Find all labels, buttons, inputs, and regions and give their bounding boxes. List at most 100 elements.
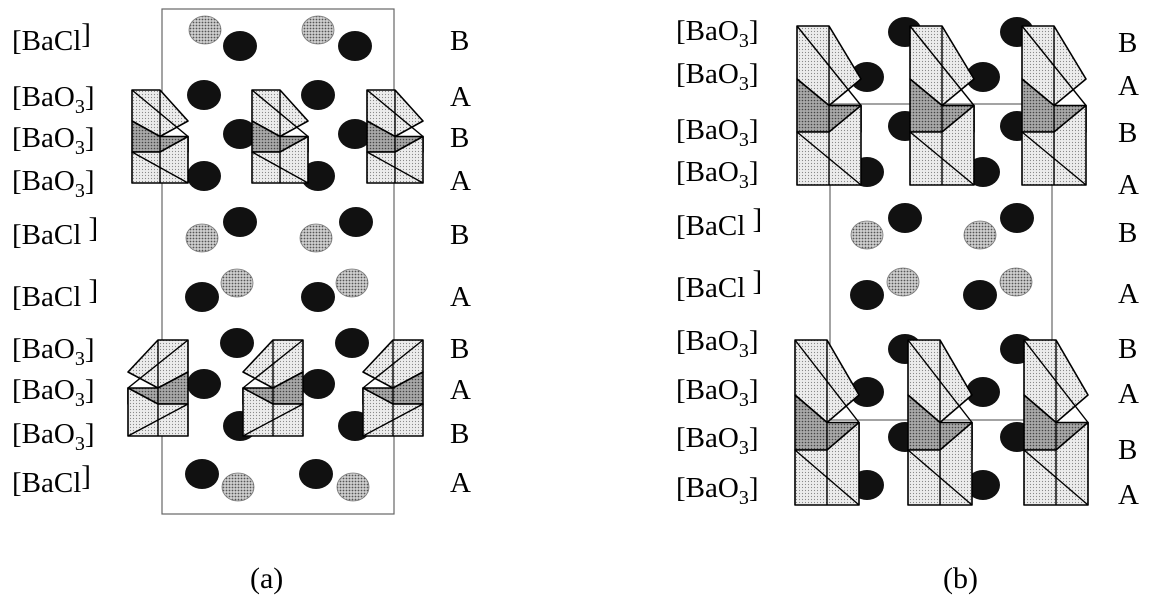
stacking-letter: A [450,81,471,113]
barium-atom [223,31,257,61]
stacking-letter: A [450,281,471,313]
layer-label: [BaCl ] [676,265,762,304]
layer-label: [BaO3] [12,122,95,159]
layer-label: [BaO3] [676,58,759,95]
barium-atom [223,207,257,237]
chlorine-atom [336,472,370,502]
stacking-letter: A [450,374,471,406]
unit-cell-outline [161,8,395,515]
layer-label: [BaO3] [12,418,95,455]
stacking-letter: B [450,333,469,365]
octahedron-edge [362,403,424,437]
panel-caption: (a) [250,562,283,595]
chlorine-atom [188,15,222,45]
barium-atom [966,470,1000,500]
barium-atom [339,207,373,237]
barium-atom [185,459,219,489]
barium-atom [850,280,884,310]
barium-atom [888,203,922,233]
stacking-letters-b: B A B A B A B A B A [1118,27,1139,511]
layer-labels-a: [BaCl] [BaO3] [BaO3] [BaO3] [BaCl ] [BaC… [12,18,98,499]
panel-caption: (b) [943,562,978,595]
stacking-letter: A [1118,378,1139,410]
barium-atom [223,119,257,149]
layer-label: [BaCl ] [12,212,98,251]
layer-label: [BaO3] [676,156,759,193]
barium-atom [966,62,1000,92]
chlorine-atom [999,267,1033,297]
barium-atom [185,282,219,312]
chlorine-atom [886,267,920,297]
panel-a: [BaCl] [BaO3] [BaO3] [BaO3] [BaCl ] [BaC… [12,8,471,595]
stacking-letter: A [450,165,471,197]
layer-label: [BaO3] [676,374,759,411]
layer-label: [BaO3] [676,325,759,362]
layer-label: [BaO3] [676,422,759,459]
chlorine-atom [220,268,254,298]
octahedron-edge [366,151,424,184]
barium-atom [301,161,335,191]
chlorine-atom [301,15,335,45]
barium-atom [338,31,372,61]
octahedron-edge [907,449,973,506]
stacking-letter: B [450,122,469,154]
stacking-letters-a: B A B A B A B A B A [450,25,471,499]
barium-atom [335,328,369,358]
stacking-letter: B [1118,27,1137,59]
octahedron-edge [242,403,304,437]
barium-atom [187,161,221,191]
stacking-letter: B [1118,333,1137,365]
octahedron-edge [251,151,309,184]
layer-label: [BaO3] [676,114,759,151]
layer-label: [BaCl] [12,460,91,499]
chlorine-atom [335,268,369,298]
layer-label: [BaO3] [12,81,95,118]
barium-atom [338,119,372,149]
barium-atom [301,282,335,312]
octahedra-b [794,25,1089,506]
layer-label: [BaO3] [676,15,759,52]
barium-atom [850,62,884,92]
layer-label: [BaO3] [12,374,95,411]
barium-atom [220,328,254,358]
stacking-letter: B [1118,434,1137,466]
chlorine-atom [299,223,333,253]
stacking-letter: A [450,467,471,499]
stacking-letter: A [1118,70,1139,102]
stacking-letter: B [450,418,469,450]
layer-label: [BaCl ] [12,274,98,313]
barium-atom [187,369,221,399]
octahedron-edge [1021,131,1087,186]
octahedron-edge [1023,449,1089,506]
octahedron-edge [909,131,975,186]
layer-label: [BaO3] [676,472,759,509]
chlorine-atom [963,220,997,250]
panel-b: [BaO3] [BaO3] [BaO3] [BaO3] [BaCl ] [BaC… [676,15,1139,595]
layer-label: [BaCl] [12,18,91,57]
layer-label: [BaCl ] [676,203,762,242]
chlorine-atom [850,220,884,250]
barium-atom [1000,203,1034,233]
octahedra-a [127,89,424,437]
chlorine-atom [185,223,219,253]
stacking-letter: B [1118,117,1137,149]
barium-atom [301,369,335,399]
layer-label: [BaO3] [12,333,95,370]
barium-atom [301,80,335,110]
octahedron-edge [794,449,860,506]
octahedron-edge [127,403,189,437]
stacking-letter: A [1118,479,1139,511]
layer-labels-b: [BaO3] [BaO3] [BaO3] [BaO3] [BaCl ] [BaC… [676,15,762,509]
stacking-letter: A [1118,278,1139,310]
barium-atom [299,459,333,489]
octahedron-edge [131,151,189,184]
stacking-letter: B [450,219,469,251]
octahedron-edge [796,131,862,186]
stacking-letter: B [1118,217,1137,249]
layer-label: [BaO3] [12,165,95,202]
stacking-letter: A [1118,169,1139,201]
stacking-letter: B [450,25,469,57]
barium-atom [966,377,1000,407]
barium-atom [963,280,997,310]
